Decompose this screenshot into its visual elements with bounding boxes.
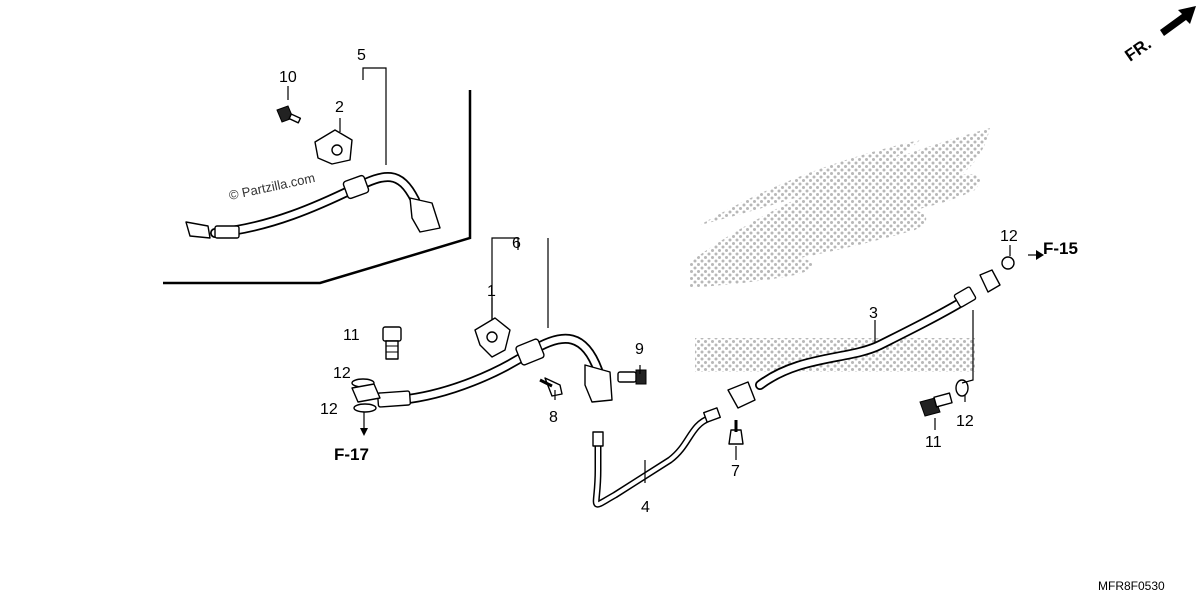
callout-7: 7 — [731, 463, 740, 480]
ref-f17[interactable]: F-17 — [334, 445, 369, 464]
washer-12-right-upper — [1001, 256, 1015, 270]
direction-label: FR. — [1121, 34, 1154, 65]
callout-5: 5 — [357, 47, 366, 64]
brake-pipe-4 — [592, 407, 721, 508]
wing-logo-watermark — [690, 128, 990, 372]
callout-11-left: 11 — [343, 327, 360, 344]
watermark-text: © Partzilla.com — [228, 170, 317, 203]
clamp-1 — [474, 317, 511, 358]
hose-assembly-5 — [185, 172, 441, 239]
banjo-bolt-11-left — [382, 326, 402, 360]
callout-12-right-lower: 12 — [956, 413, 974, 430]
banjo-bolt-11-right — [919, 392, 953, 417]
ref-f15[interactable]: F-15 — [1043, 239, 1078, 258]
bolt-9 — [617, 369, 647, 385]
callout-11-right: 11 — [925, 434, 942, 451]
callout-12-left-upper: 12 — [333, 365, 351, 382]
callout-10: 10 — [279, 69, 297, 86]
hose-assembly-6 — [376, 333, 613, 408]
bolt-8 — [539, 377, 563, 397]
front-direction-indicator: FR. — [1121, 6, 1196, 65]
callout-8: 8 — [549, 409, 558, 426]
callout-1: 1 — [487, 283, 496, 300]
leader-lines — [287, 67, 1044, 483]
bolt-10 — [276, 105, 302, 124]
clamp-2 — [314, 129, 353, 165]
callout-9: 9 — [635, 341, 644, 358]
callout-6: 6 — [512, 235, 521, 252]
inset-frame — [163, 90, 472, 285]
callout-2: 2 — [335, 99, 344, 116]
bolt-7 — [728, 420, 744, 445]
washers-12-left — [351, 378, 381, 413]
hose-3 — [727, 269, 1001, 409]
callout-3: 3 — [869, 305, 878, 322]
callout-4: 4 — [641, 499, 650, 516]
diagram-code: MFR8F0530 — [1098, 579, 1165, 593]
callout-12-right-upper: 12 — [1000, 228, 1018, 245]
callout-12-left-lower: 12 — [320, 401, 338, 418]
washer-12-right-lower — [955, 379, 969, 397]
